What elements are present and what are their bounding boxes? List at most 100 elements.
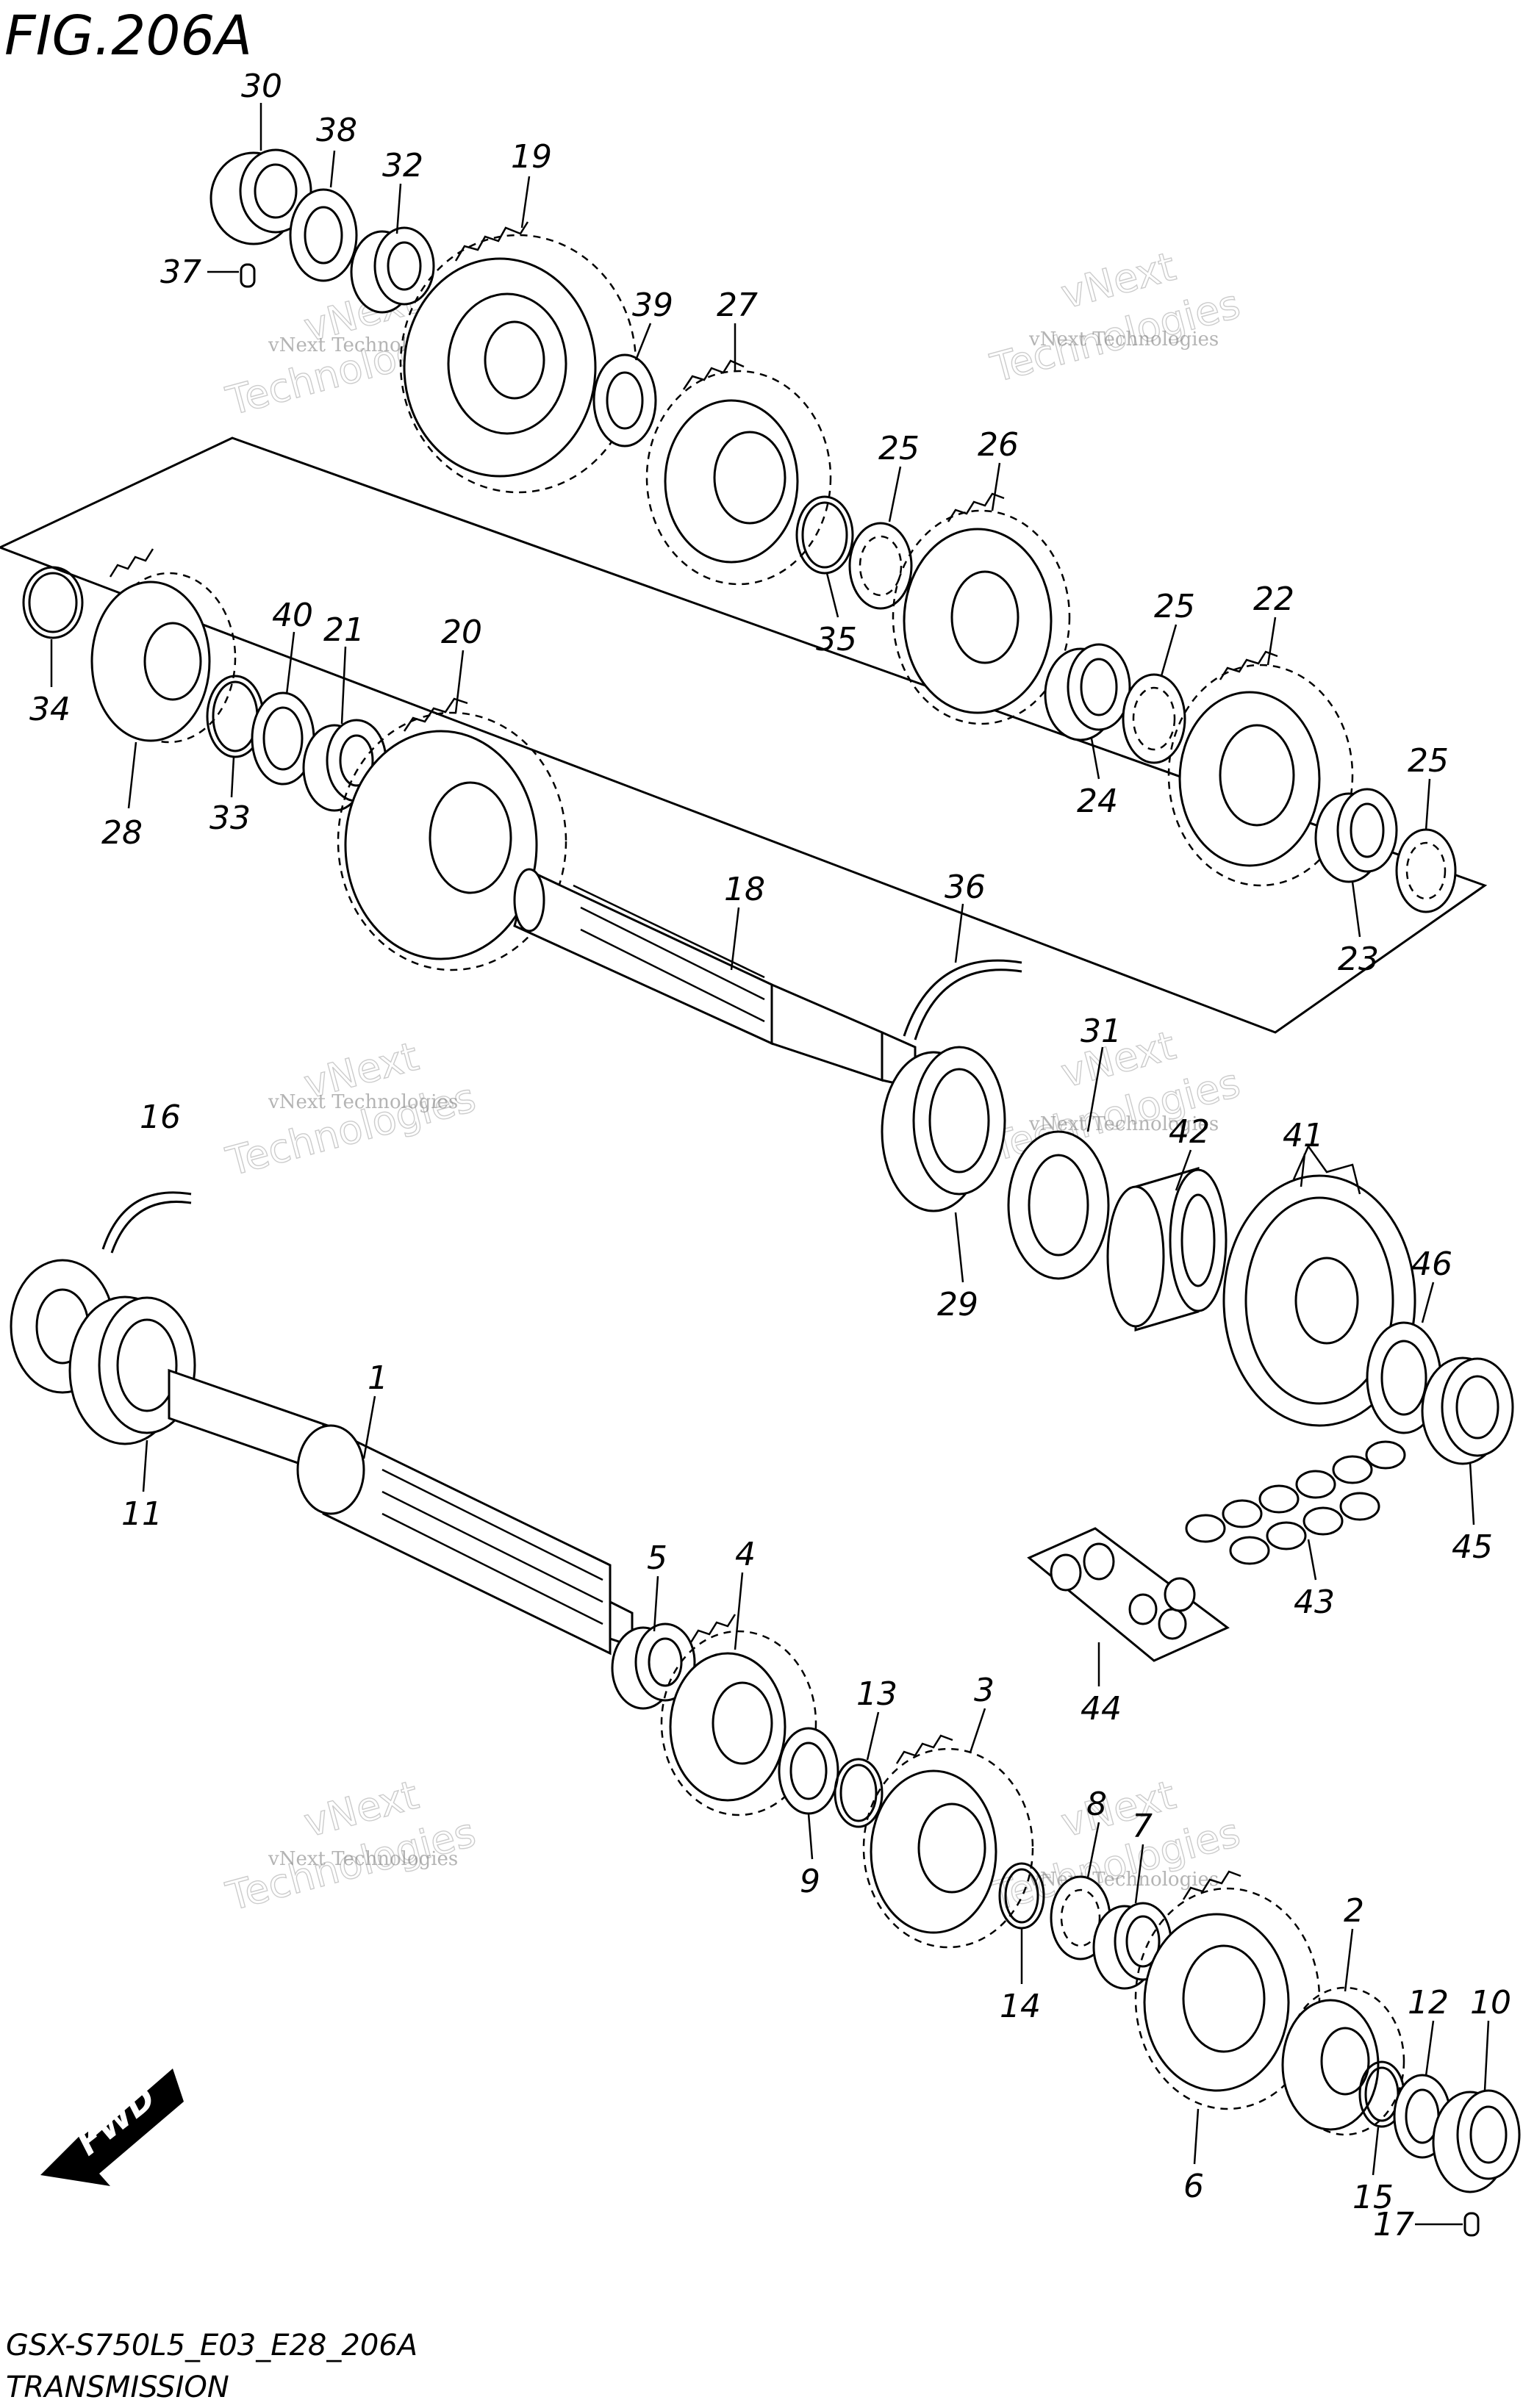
callout-9: 9 <box>800 1863 820 1900</box>
diagram-code: GSX-S750L5_E03_E28_206A <box>6 2329 418 2362</box>
thrust-washer-39 <box>592 353 657 448</box>
gear-2 <box>1281 1986 1405 2136</box>
oil-seal-45 <box>1421 1356 1514 1465</box>
driveshaft-1 <box>168 1368 634 1656</box>
callout-25-b: 25 <box>1154 588 1195 625</box>
fwd-arrow-icon: FWD <box>40 2069 184 2186</box>
bushing-5 <box>611 1622 696 1710</box>
svg-text:vNext Technologies: vNext Technologies <box>1028 328 1219 351</box>
svg-text:vNext Technologies: vNext Technologies <box>268 1848 458 1870</box>
spacer-42 <box>1106 1166 1228 1332</box>
callout-20: 20 <box>441 614 482 651</box>
dowel-pin-17 <box>1463 2212 1480 2237</box>
callout-27: 27 <box>717 287 758 324</box>
drive-sprocket-41 <box>1222 1144 1416 1427</box>
callout-26: 26 <box>978 426 1019 464</box>
needle-bearing-10 <box>1432 2089 1521 2193</box>
circlip-14 <box>998 1862 1045 1930</box>
callout-22: 22 <box>1253 581 1294 618</box>
callout-29: 29 <box>937 1286 978 1323</box>
callout-19: 19 <box>511 138 552 176</box>
bushing-32 <box>350 226 435 314</box>
circlip-34 <box>22 566 84 639</box>
watermark: Technologies vNext vNext Technologies <box>985 1771 1245 1920</box>
gear-22 <box>1167 650 1354 887</box>
callout-5: 5 <box>647 1539 667 1577</box>
circlip-36 <box>903 959 1022 1041</box>
callout-2: 2 <box>1344 1892 1364 1930</box>
gear-20 <box>337 697 567 971</box>
callout-44: 44 <box>1081 1690 1122 1728</box>
svg-text:vNext Technologies: vNext Technologies <box>268 1091 458 1113</box>
circlip-13 <box>834 1758 884 1828</box>
lock-washer-25a <box>848 522 913 610</box>
callout-23: 23 <box>1338 941 1379 978</box>
circlip-16 <box>101 1191 192 1254</box>
callout-18: 18 <box>724 871 765 908</box>
gear-27 <box>645 359 832 586</box>
callout-16: 16 <box>140 1099 181 1136</box>
watermark: Technologies vNext vNext Technologies <box>221 1771 481 1920</box>
callout-33: 33 <box>209 799 251 837</box>
needle-bearing-23 <box>1314 788 1398 883</box>
callout-1: 1 <box>368 1359 388 1397</box>
callout-15: 15 <box>1352 2179 1394 2216</box>
countershaft-group-frame <box>0 436 1488 1034</box>
bushing-21 <box>302 719 387 812</box>
callout-24: 24 <box>1077 783 1118 820</box>
lock-washer-25b <box>1122 673 1186 764</box>
dowel-pin-37 <box>240 263 256 288</box>
callout-7: 7 <box>1132 1808 1153 1845</box>
callout-30: 30 <box>241 68 282 105</box>
thrust-washer-38 <box>289 188 358 282</box>
callout-41: 41 <box>1283 1117 1324 1154</box>
callout-3: 3 <box>974 1672 995 1709</box>
callout-38: 38 <box>316 112 357 149</box>
drive-chain-43 <box>1185 1440 1406 1565</box>
callout-45: 45 <box>1452 1528 1493 1566</box>
callout-35: 35 <box>816 621 857 658</box>
callout-36: 36 <box>945 869 986 906</box>
gear-28 <box>90 548 237 744</box>
gear-26 <box>892 492 1071 725</box>
callout-8: 8 <box>1086 1786 1107 1823</box>
callout-39: 39 <box>632 287 673 324</box>
gear-3 <box>862 1734 1034 1949</box>
thrust-washer-40 <box>251 691 315 786</box>
needle-bearing-30 <box>209 148 312 245</box>
gear-4 <box>660 1614 817 1816</box>
figure-title: FIG.206A <box>4 4 252 68</box>
countershaft-18 <box>513 868 917 1089</box>
thrust-washer-9 <box>778 1727 839 1815</box>
ball-bearing-29 <box>881 1046 1006 1212</box>
gear-6 <box>1134 1870 1321 2110</box>
watermark: Technologies vNext vNext Technologies <box>221 1032 481 1185</box>
callout-46: 46 <box>1411 1246 1452 1283</box>
leader-lines <box>50 103 1490 2226</box>
callout-12: 12 <box>1408 1984 1449 2021</box>
circlip-35 <box>795 495 854 575</box>
callout-labels: 30 38 32 19 37 39 27 25 26 35 34 40 21 2… <box>29 68 1511 2243</box>
callout-21: 21 <box>323 611 365 649</box>
callout-13: 13 <box>856 1675 897 1713</box>
callout-37: 37 <box>160 254 201 291</box>
callout-32: 32 <box>382 147 423 184</box>
callout-14: 14 <box>1000 1988 1041 2025</box>
ball-bearing-11 <box>68 1295 196 1445</box>
callout-25-c: 25 <box>1408 742 1449 780</box>
callout-34: 34 <box>29 691 71 728</box>
callout-17: 17 <box>1373 2206 1414 2243</box>
chain-joint-kit-44 <box>1027 1527 1230 1662</box>
callout-43: 43 <box>1294 1584 1335 1621</box>
callout-31: 31 <box>1081 1013 1122 1050</box>
callout-10: 10 <box>1470 1984 1511 2021</box>
callout-4: 4 <box>735 1536 756 1573</box>
callout-25-a: 25 <box>878 430 920 467</box>
diagram-name: TRANSMISSION <box>6 2371 229 2404</box>
callout-42: 42 <box>1169 1113 1210 1151</box>
callout-28: 28 <box>101 814 143 852</box>
gear-19 <box>399 221 637 494</box>
needle-bearing-24 <box>1044 643 1131 741</box>
watermark: Technologies vNext vNext Technologies <box>985 242 1245 392</box>
